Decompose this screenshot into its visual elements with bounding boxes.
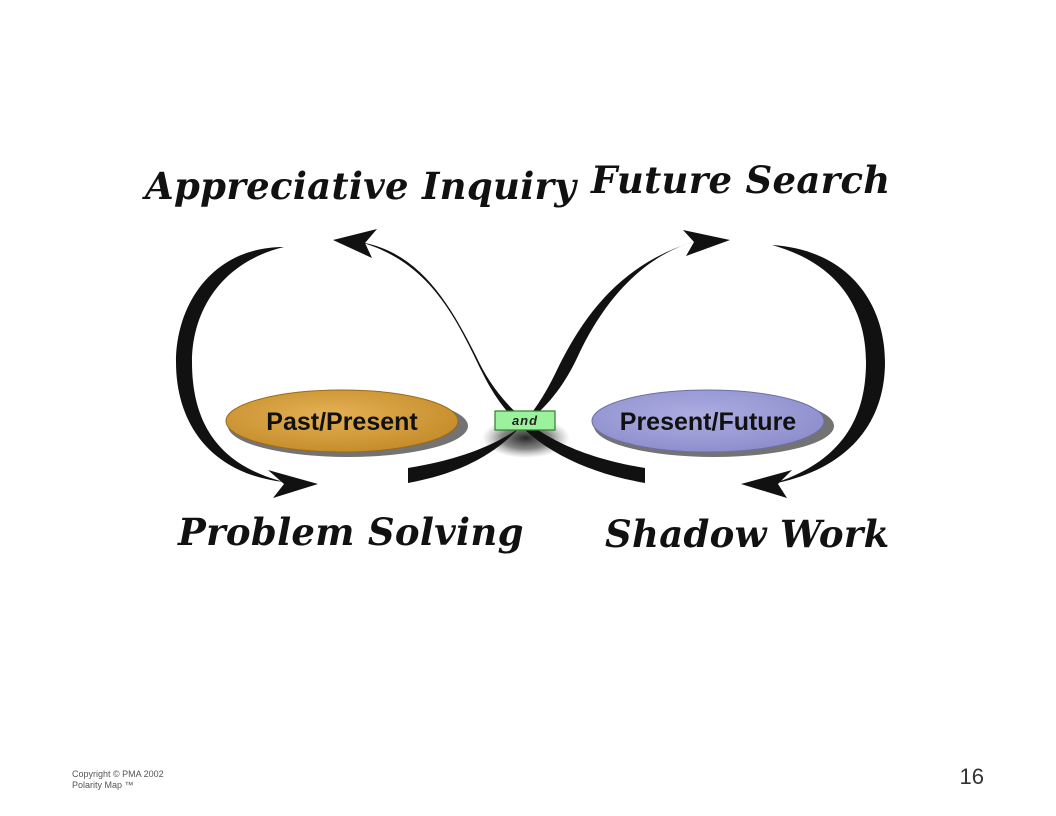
future-search-arrowhead <box>683 230 730 256</box>
and-label: and <box>512 413 538 428</box>
copyright-text: Copyright © PMA 2002 <box>72 769 164 779</box>
left-loop-arrowhead <box>268 470 318 498</box>
present-future-pole: Present/Future <box>591 389 834 457</box>
appreciative-inquiry-arrowhead <box>333 229 377 258</box>
appreciative-inquiry-label: Appreciative Inquiry <box>145 164 577 208</box>
trademark-text: Polarity Map ™ <box>72 780 134 790</box>
problem-solving-label: Problem Solving <box>178 510 524 554</box>
left-loop-arc <box>176 247 284 482</box>
right-loop-arc <box>772 245 885 484</box>
footer: Copyright © PMA 2002 Polarity Map ™ <box>72 769 164 791</box>
past-present-label: Past/Present <box>266 408 418 436</box>
future-search-label: Future Search <box>591 158 891 202</box>
past-present-pole: Past/Present <box>225 389 468 457</box>
and-connector: and <box>494 410 556 431</box>
page-number: 16 <box>959 764 984 789</box>
present-future-label: Present/Future <box>620 408 797 436</box>
shadow-work-label: Shadow Work <box>605 512 890 556</box>
right-loop-arrowhead <box>741 470 792 498</box>
